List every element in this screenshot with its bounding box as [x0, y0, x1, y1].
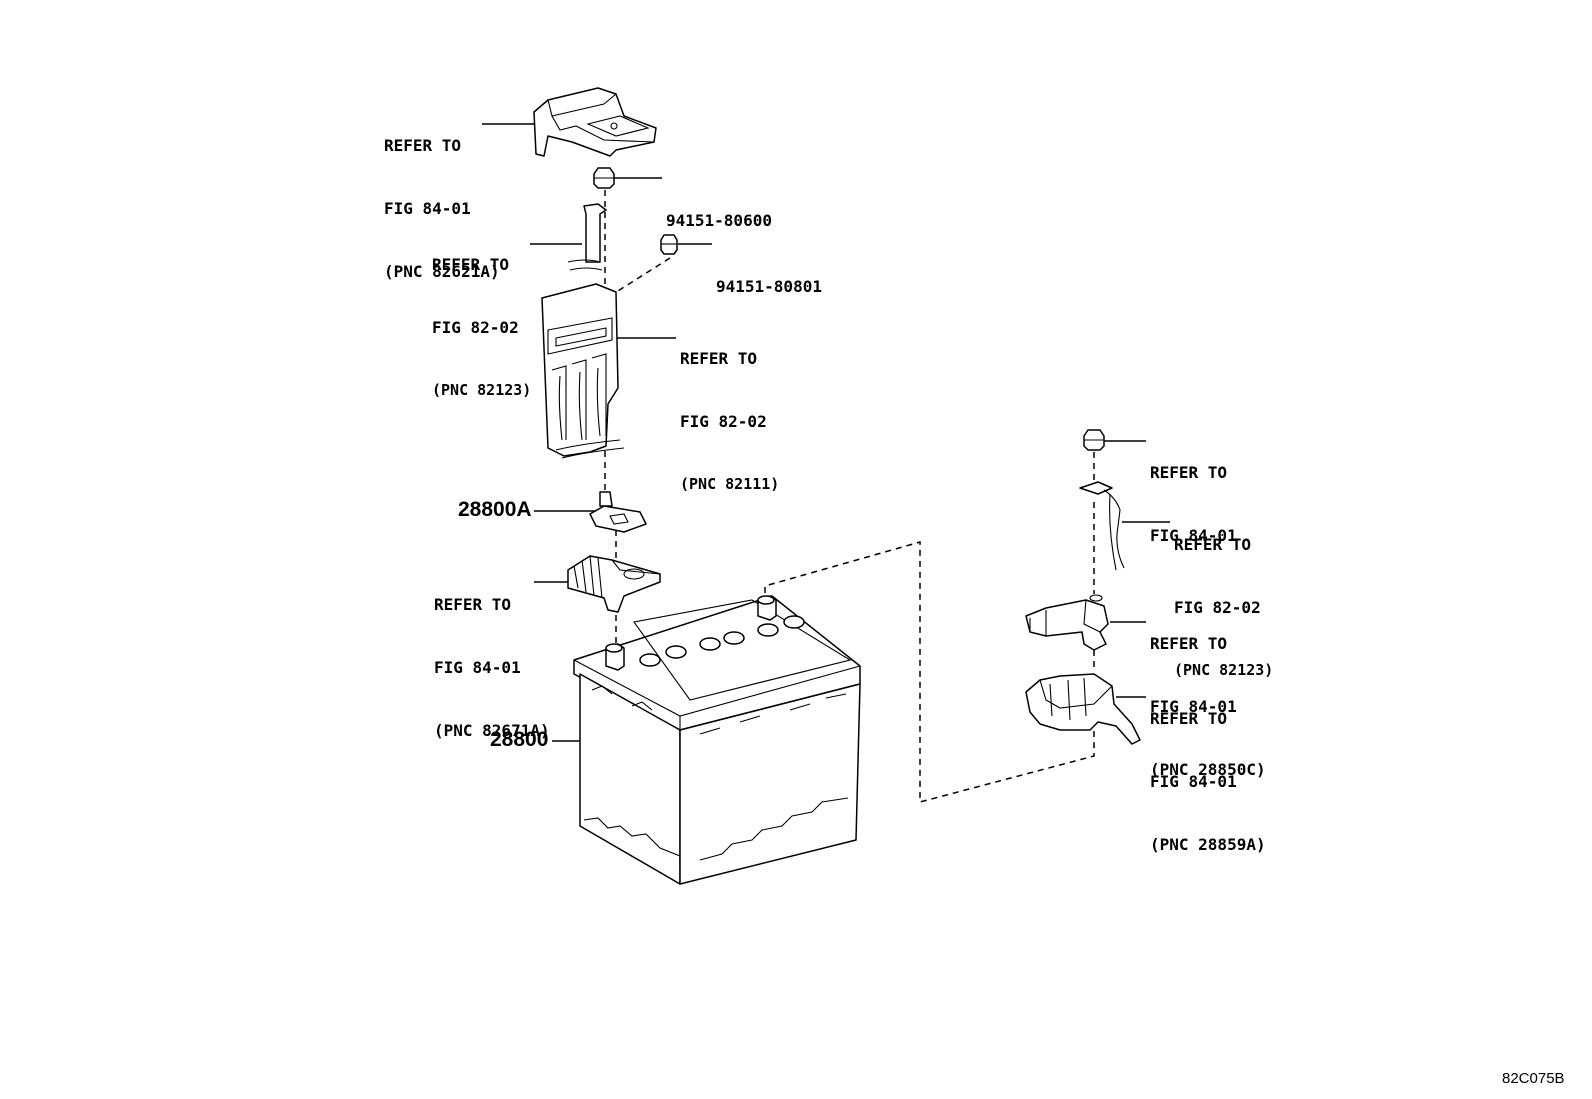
nut-94151-80801 — [660, 234, 678, 255]
callout-line: FIG 84-01 — [1150, 772, 1237, 791]
nut-94151-80600 — [593, 167, 615, 189]
terminal-28800a — [589, 491, 647, 533]
leader-lines — [482, 123, 1170, 742]
current-sensor-28850c — [1025, 594, 1109, 651]
clamp-82671a — [567, 555, 661, 613]
callout-line: (PNC 28850C) — [1150, 760, 1266, 779]
callout-line: (PNC 82671A) — [434, 721, 550, 740]
callout-sensor-28850c: REFER TO FIG 84-01 (PNC 28850C) — [1150, 591, 1266, 801]
callout-nut-94151-80600: 94151-80600 — [666, 168, 772, 252]
callout-line: (PNC 82123) — [432, 381, 532, 399]
callout-line: REFER TO — [1150, 463, 1228, 482]
callout-bracket-28859a: REFER TO FIG 84-01 (PNC 28859A) — [1150, 666, 1266, 876]
callout-line: REFER TO — [384, 136, 462, 155]
part-number: 94151-80600 — [666, 211, 772, 230]
battery-28800 — [573, 595, 861, 885]
wire-terminal-left — [567, 203, 607, 271]
callout-wire-82123-right: REFER TO FIG 82-02 (PNC 82123) — [1174, 492, 1273, 702]
callout-line: FIG 84-01 — [384, 199, 471, 218]
part-number: 94151-80801 — [716, 277, 822, 296]
callout-line: FIG 84-01 — [434, 658, 521, 677]
bracket-28859a — [1025, 673, 1141, 745]
callout-cover-82621a: REFER TO FIG 84-01 (PNC 82621A) — [384, 93, 500, 303]
callout-line: REFER TO — [1150, 709, 1228, 728]
callout-line: (PNC 82123) — [1174, 661, 1274, 679]
callout-line: REFER TO — [680, 349, 758, 368]
part-number-28800: 28800 — [490, 728, 549, 751]
callout-nut-94151-80801: 94151-80801 — [716, 234, 822, 318]
callout-nut-right: REFER TO FIG 84-01 — [1150, 420, 1237, 567]
terminal-cover — [533, 87, 657, 157]
callout-line: REFER TO — [1174, 535, 1252, 554]
wire-terminal-right — [1079, 481, 1125, 571]
callout-line: (PNC 28859A) — [1150, 835, 1266, 854]
callout-line: FIG 84-01 — [1150, 526, 1237, 545]
callout-line: FIG 84-01 — [1150, 697, 1237, 716]
callout-line: REFER TO — [434, 595, 512, 614]
callout-line: REFER TO — [1150, 634, 1228, 653]
callout-wire-82123-left: REFER TO FIG 82-02 (PNC 82123) — [432, 212, 531, 422]
part-number-28800a: 28800A — [458, 498, 532, 521]
callout-line: (PNC 82621A) — [384, 262, 500, 281]
callout-line: REFER TO — [432, 255, 510, 274]
diagram-code: 82C075B — [1502, 1070, 1565, 1087]
assembly-lines — [604, 190, 1095, 803]
callout-clamp-82671a: REFER TO FIG 84-01 (PNC 82671A) — [434, 552, 550, 762]
callout-line: FIG 82-02 — [1174, 598, 1261, 617]
callout-fuse-block-82111: REFER TO FIG 82-02 (PNC 82111) — [680, 306, 779, 516]
nut-right — [1083, 429, 1105, 451]
fuse-block — [541, 283, 625, 459]
callout-line: FIG 82-02 — [680, 412, 767, 431]
callout-line: (PNC 82111) — [680, 475, 780, 493]
callout-line: FIG 82-02 — [432, 318, 519, 337]
